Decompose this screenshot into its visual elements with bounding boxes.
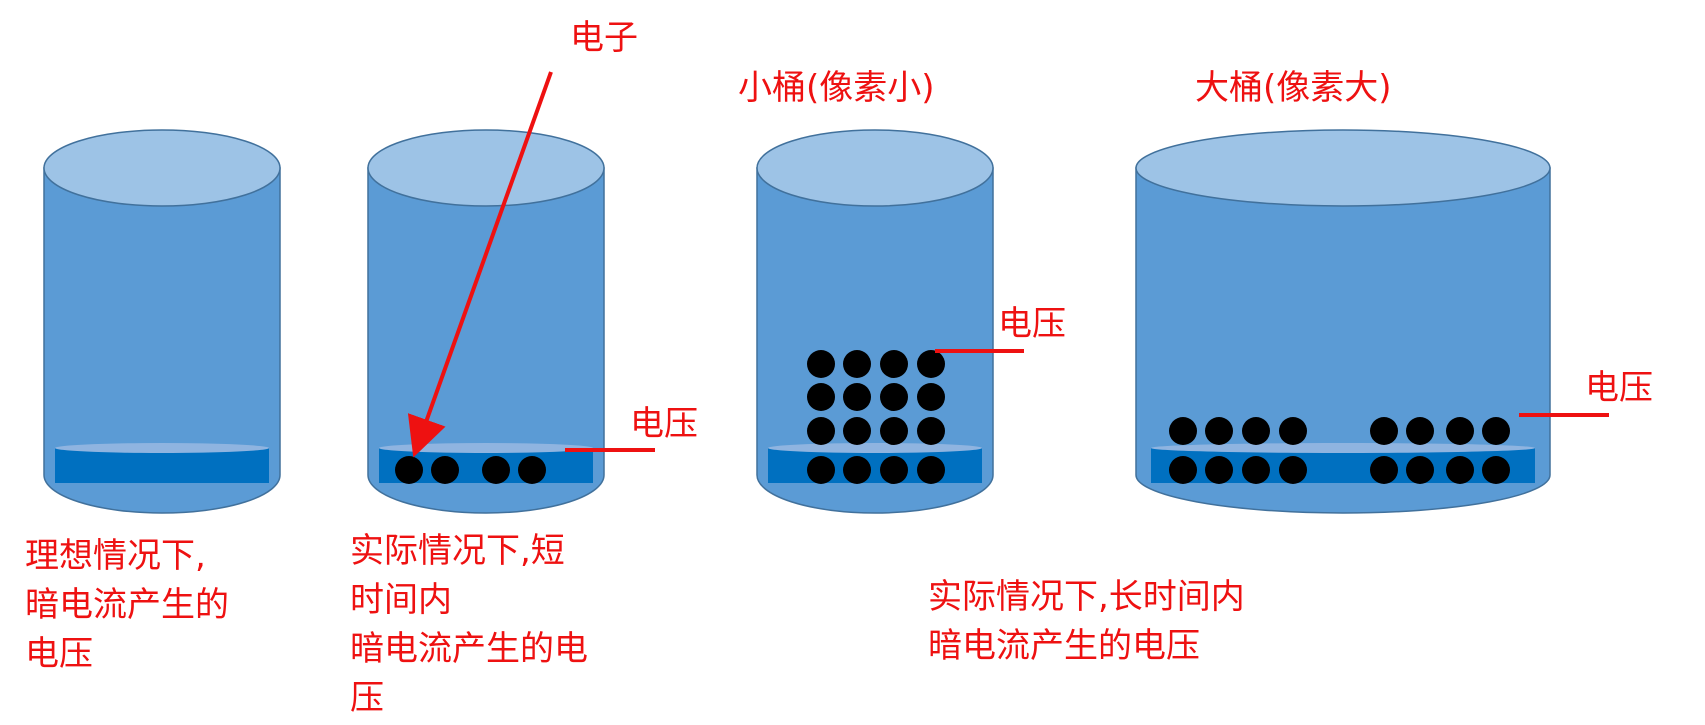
bucket-opening [367,129,605,207]
electron [1242,456,1270,484]
electron-label: 电子 [570,18,638,58]
electron [880,350,908,378]
electron [880,417,908,445]
caption-line: 时间内 [350,580,452,620]
voltage-label-large-bucket: 电压 [1585,368,1653,408]
caption-line: 实际情况下,短 [350,531,565,571]
electron [917,350,945,378]
caption-line: 理想情况下, [25,536,206,576]
voltage-label-small-bucket: 电压 [998,304,1066,344]
bucket-body [43,167,281,514]
electron [1370,456,1398,484]
electron [807,350,835,378]
electron [1279,417,1307,445]
electron [1242,417,1270,445]
electron-stack [1169,417,1510,484]
electron [843,456,871,484]
charge-plate-top [1151,443,1535,453]
electron [917,417,945,445]
charge-plate-top [768,443,982,453]
electron [431,456,459,484]
caption-line: 暗电流产生的电压 [928,626,1200,666]
electron [482,456,510,484]
electron [917,456,945,484]
bucket-body [1135,167,1551,514]
charge-plate-top [55,443,269,453]
electron [1279,456,1307,484]
caption-line: 电压 [25,634,93,674]
electron-pointer-arrow [407,71,553,458]
charge-plate-top [379,443,593,453]
electron-stack [807,350,945,484]
caption-long-time: 实际情况下,长时间内 暗电流产生的电压 [928,573,1245,671]
electron [395,456,423,484]
electron [807,417,835,445]
electron [1169,456,1197,484]
title-large-bucket: 大桶(像素大) [1195,68,1392,108]
electron [1482,417,1510,445]
electron [1370,417,1398,445]
electron [843,350,871,378]
electron [880,456,908,484]
electron [1446,456,1474,484]
bucket-opening [43,129,281,207]
bucket-opening [756,129,994,207]
electron [1406,417,1434,445]
bucket-short-time [367,71,655,514]
voltage-label-short-time: 电压 [630,404,698,444]
electron [1446,417,1474,445]
electron [880,383,908,411]
caption-line: 实际情况下,长时间内 [928,577,1245,617]
caption-ideal: 理想情况下, 暗电流产生的 电压 [25,532,229,679]
electron [1482,456,1510,484]
caption-line: 压 [350,678,384,718]
title-small-bucket: 小桶(像素小) [738,68,935,108]
bucket-ideal [43,129,281,514]
electron [1205,417,1233,445]
caption-line: 暗电流产生的电 [350,629,588,669]
charge-plate [55,448,269,483]
electron [1205,456,1233,484]
electron [807,383,835,411]
electron [518,456,546,484]
electron [1406,456,1434,484]
bucket-large [1135,129,1609,514]
caption-short-time: 实际情况下,短 时间内 暗电流产生的电 压 [350,527,588,723]
electron [1169,417,1197,445]
electron [843,417,871,445]
charge-plate [768,448,982,483]
electron [917,383,945,411]
caption-line: 暗电流产生的 [25,585,229,625]
electron [807,456,835,484]
electron [843,383,871,411]
bucket-opening [1135,129,1551,207]
bucket-small [756,129,1024,514]
